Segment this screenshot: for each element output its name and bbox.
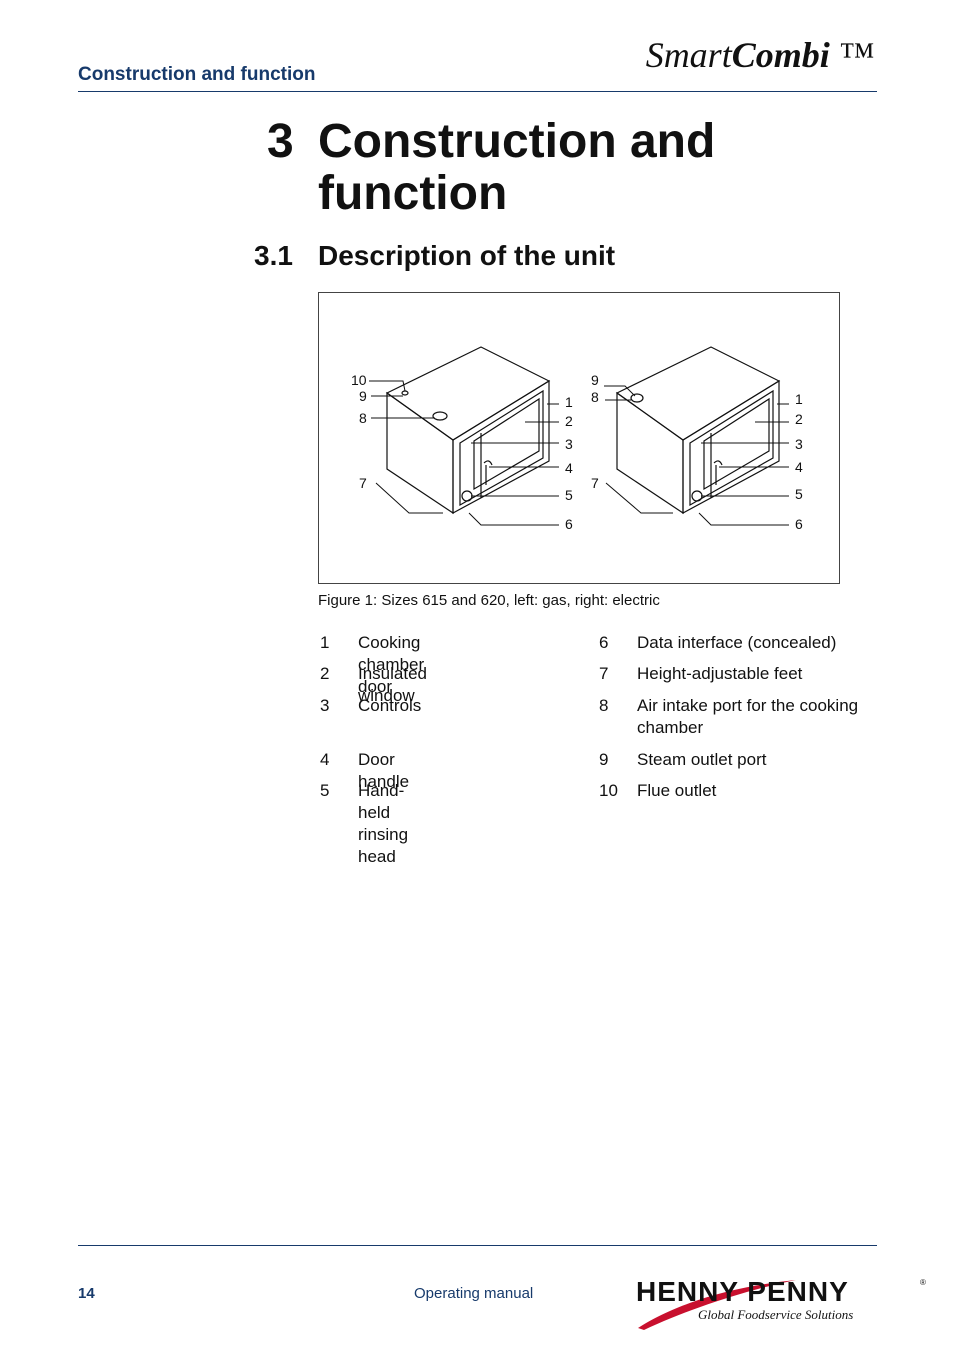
legend-text: Flue outlet [637, 781, 717, 800]
legend-number: 8 [599, 696, 609, 715]
callout-left-7: 7 [359, 475, 367, 491]
page-number: 14 [78, 1285, 95, 1302]
legend-number: 9 [599, 750, 609, 769]
unit-figure: 10 9 8 7 1 2 3 4 5 6 9 8 7 1 2 3 4 5 6 [318, 292, 840, 584]
callout-left-4: 4 [565, 460, 573, 476]
brand-tm: ™ [829, 35, 874, 75]
callout-right-5: 5 [795, 486, 803, 502]
brand-logotype: SmartCombi ™ [646, 34, 874, 76]
legend-number: 7 [599, 664, 609, 683]
legend-text: Door handle [358, 750, 410, 791]
legend-text: Data interface (concealed) [637, 633, 837, 652]
brand-smart: Smart [645, 35, 732, 75]
callout-left-1: 1 [565, 394, 573, 410]
document-type: Operating manual [414, 1285, 534, 1302]
legend-number: 3 [320, 696, 330, 715]
callout-left-3: 3 [565, 436, 573, 452]
callout-right-6: 6 [795, 516, 803, 532]
section-number: 3.1 [254, 240, 293, 271]
callout-left-8: 8 [359, 410, 367, 426]
legend-number: 4 [320, 750, 330, 769]
legend-text: Air intake port for the cooking chamber [637, 696, 859, 737]
chapter-title: Construction and function [318, 115, 716, 220]
logo-tagline: Global Foodservice Solutions [698, 1307, 854, 1322]
henny-penny-logo: HENNY PENNY ® Global Foodservice Solutio… [626, 1270, 936, 1334]
callout-left-9: 9 [359, 388, 367, 404]
header-rule [78, 91, 877, 92]
legend-number: 1 [320, 633, 330, 652]
callout-right-8: 8 [591, 389, 599, 405]
legend-number: 6 [599, 633, 609, 652]
legend-number: 10 [599, 781, 618, 800]
callout-left-5: 5 [565, 487, 573, 503]
callout-left-6: 6 [565, 516, 573, 532]
brand-combi: Combi [731, 35, 830, 75]
legend-text: Insulated window [358, 664, 427, 705]
logo-wordmark: HENNY PENNY [636, 1276, 849, 1307]
legend-text: Controls [358, 696, 422, 715]
footer-rule [78, 1245, 877, 1246]
legend-number: 2 [320, 664, 330, 683]
figure-caption: Figure 1: Sizes 615 and 620, left: gas, … [318, 592, 660, 609]
chapter-number: 3 [267, 115, 294, 168]
section-title: Description of the unit [318, 240, 616, 271]
running-header-section: Construction and function [78, 64, 316, 85]
oven-illustration: 10 9 8 7 1 2 3 4 5 6 9 8 7 1 2 3 4 5 6 [351, 346, 803, 532]
logo-swoosh-icon [638, 1280, 796, 1330]
legend-text: Steam outlet port [637, 750, 767, 769]
legend-text: Height-adjustable feet [637, 664, 803, 683]
callout-right-2: 2 [795, 411, 803, 427]
legend-text: Hand-held rinsing head [358, 781, 409, 866]
legend-number: 5 [320, 781, 330, 800]
callout-right-7: 7 [591, 475, 599, 491]
callout-right-3: 3 [795, 436, 803, 452]
callout-right-4: 4 [795, 459, 803, 475]
logo-registered-mark: ® [920, 1278, 926, 1287]
callout-left-2: 2 [565, 413, 573, 429]
callout-right-9: 9 [591, 372, 599, 388]
callout-right-1: 1 [795, 391, 803, 407]
legend-text: Cooking chamber door [358, 633, 425, 696]
callout-left-10: 10 [351, 372, 367, 388]
